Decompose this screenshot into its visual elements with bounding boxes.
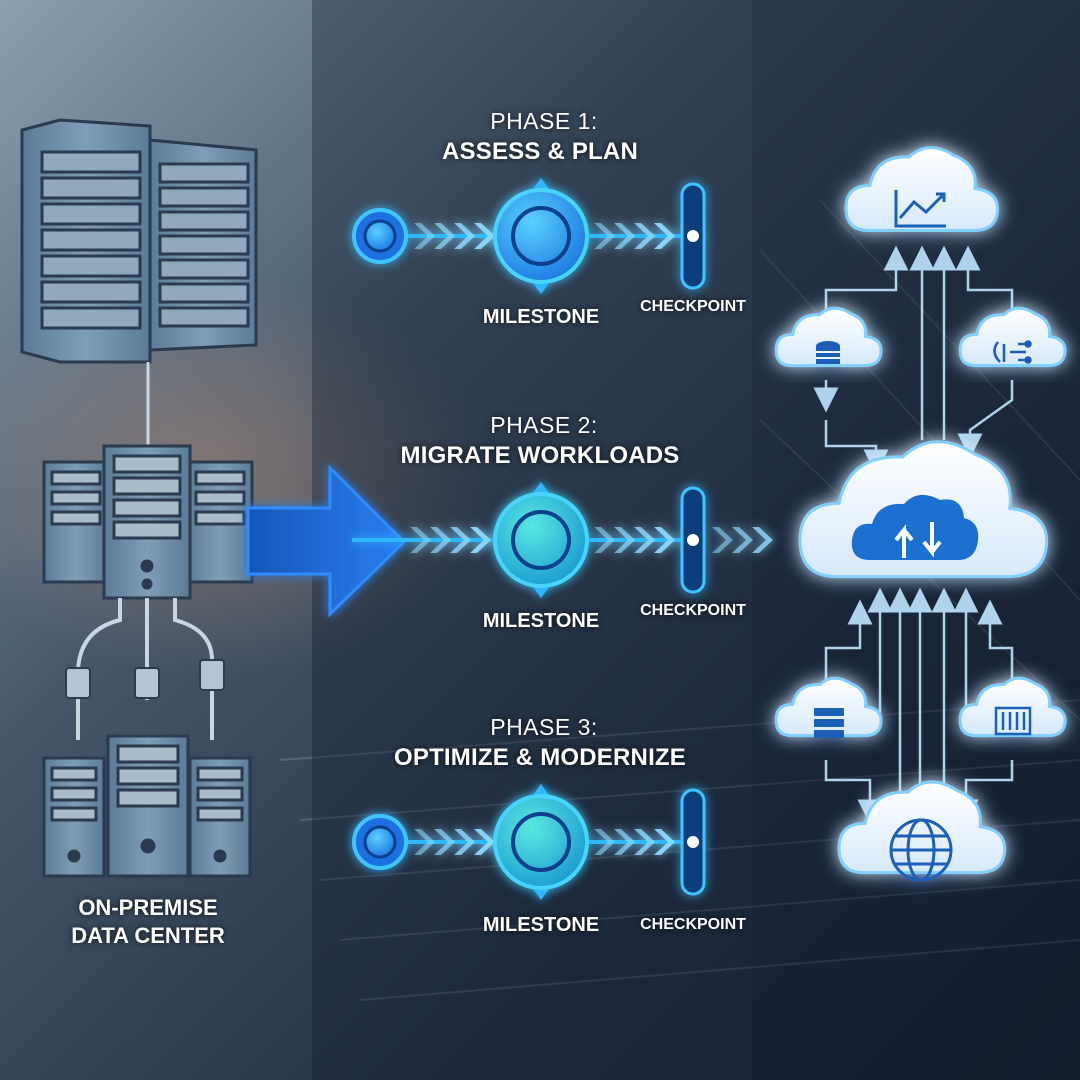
checkpoint-dot [687,836,699,848]
data-center-label: ON-PREMISE DATA CENTER [71,894,225,950]
milestone-node-ring [511,812,571,872]
chevron-icon [474,829,495,855]
cloud-ai [958,306,1067,368]
chevron-icon [474,223,495,249]
phase-3-checkpoint-label: CHECKPOINT [640,916,746,933]
migration-arrow-icon [246,464,407,618]
chevron-icon [614,527,635,553]
phase-3-milestone-label: MILESTONE [482,914,600,936]
milestone-node-ring [511,510,571,570]
milestone-node-icon [493,188,589,284]
chevron-icon [450,527,471,553]
phase-1-timeline [352,178,706,294]
cloud-containers [958,676,1067,738]
chevron-icon [752,527,773,553]
milestone-node-icon [493,794,589,890]
chevron-icon [654,527,675,553]
cloud-compute [774,676,883,738]
start-node-core [363,219,397,253]
chevron-icon [654,223,675,249]
data-center-label-line2: DATA CENTER [71,923,225,948]
phase-3-title: OPTIMIZE & MODERNIZE [394,744,686,771]
phase-2-title: MIGRATE WORKLOADS [400,442,680,469]
chevron-icon [634,223,655,249]
connector-lines [813,245,1014,825]
circuit-icon [993,340,1032,364]
chevron-icon [454,829,475,855]
cable-plug-icon [65,659,225,699]
chevron-icon [470,527,491,553]
phase-2-checkpoint-label: CHECKPOINT [640,602,746,619]
container-icon [994,706,1032,736]
chart-growth-icon [894,190,946,228]
cloud-network [774,146,1067,882]
cloud-database [774,306,883,368]
server-tower-icon [42,734,252,878]
chevron-icon [594,223,615,249]
chevron-icon [732,527,753,553]
server-rack-icon [814,708,844,738]
phase-timelines [352,178,773,900]
phase-2-timeline [352,482,773,598]
phase-1-number: PHASE 1: [490,108,598,134]
chevron-icon [414,223,435,249]
server-tower-icon [42,444,254,600]
chevron-icon [594,829,615,855]
chevron-icon [414,829,435,855]
data-center-label-line1: ON-PREMISE [78,895,218,920]
chevron-icon [634,829,655,855]
chevron-icon [634,527,655,553]
cloud-internet [837,780,1007,882]
chevron-icon [454,223,475,249]
chevron-icon [434,223,455,249]
phase-3-number: PHASE 3: [490,714,598,740]
start-node-core [363,825,397,859]
milestone-node-ring [511,206,571,266]
phase-1-checkpoint-label: CHECKPOINT [640,298,746,315]
chevron-icon [430,527,451,553]
checkpoint-dot [687,230,699,242]
on-premise-data-center [20,118,258,878]
chevron-icon [434,829,455,855]
phase-1-title: ASSESS & PLAN [442,138,638,165]
checkpoint-dot [687,534,699,546]
chevron-icon [614,829,635,855]
milestone-node-icon [493,492,589,588]
phase-2-number: PHASE 2: [490,412,598,438]
globe-icon [889,818,953,882]
cloud-analytics [844,146,1000,232]
cloud-main [798,440,1048,579]
chevron-icon [654,829,675,855]
chevron-icon [712,527,733,553]
upload-download-icon [851,494,979,560]
server-rack-icon [20,118,258,364]
phase-1-milestone-label: MILESTONE [482,306,600,328]
database-icon [816,341,840,364]
phase-3-timeline [352,784,706,900]
phase-2-milestone-label: MILESTONE [482,610,600,632]
chevron-icon [410,527,431,553]
chevron-icon [594,527,615,553]
chevron-icon [614,223,635,249]
